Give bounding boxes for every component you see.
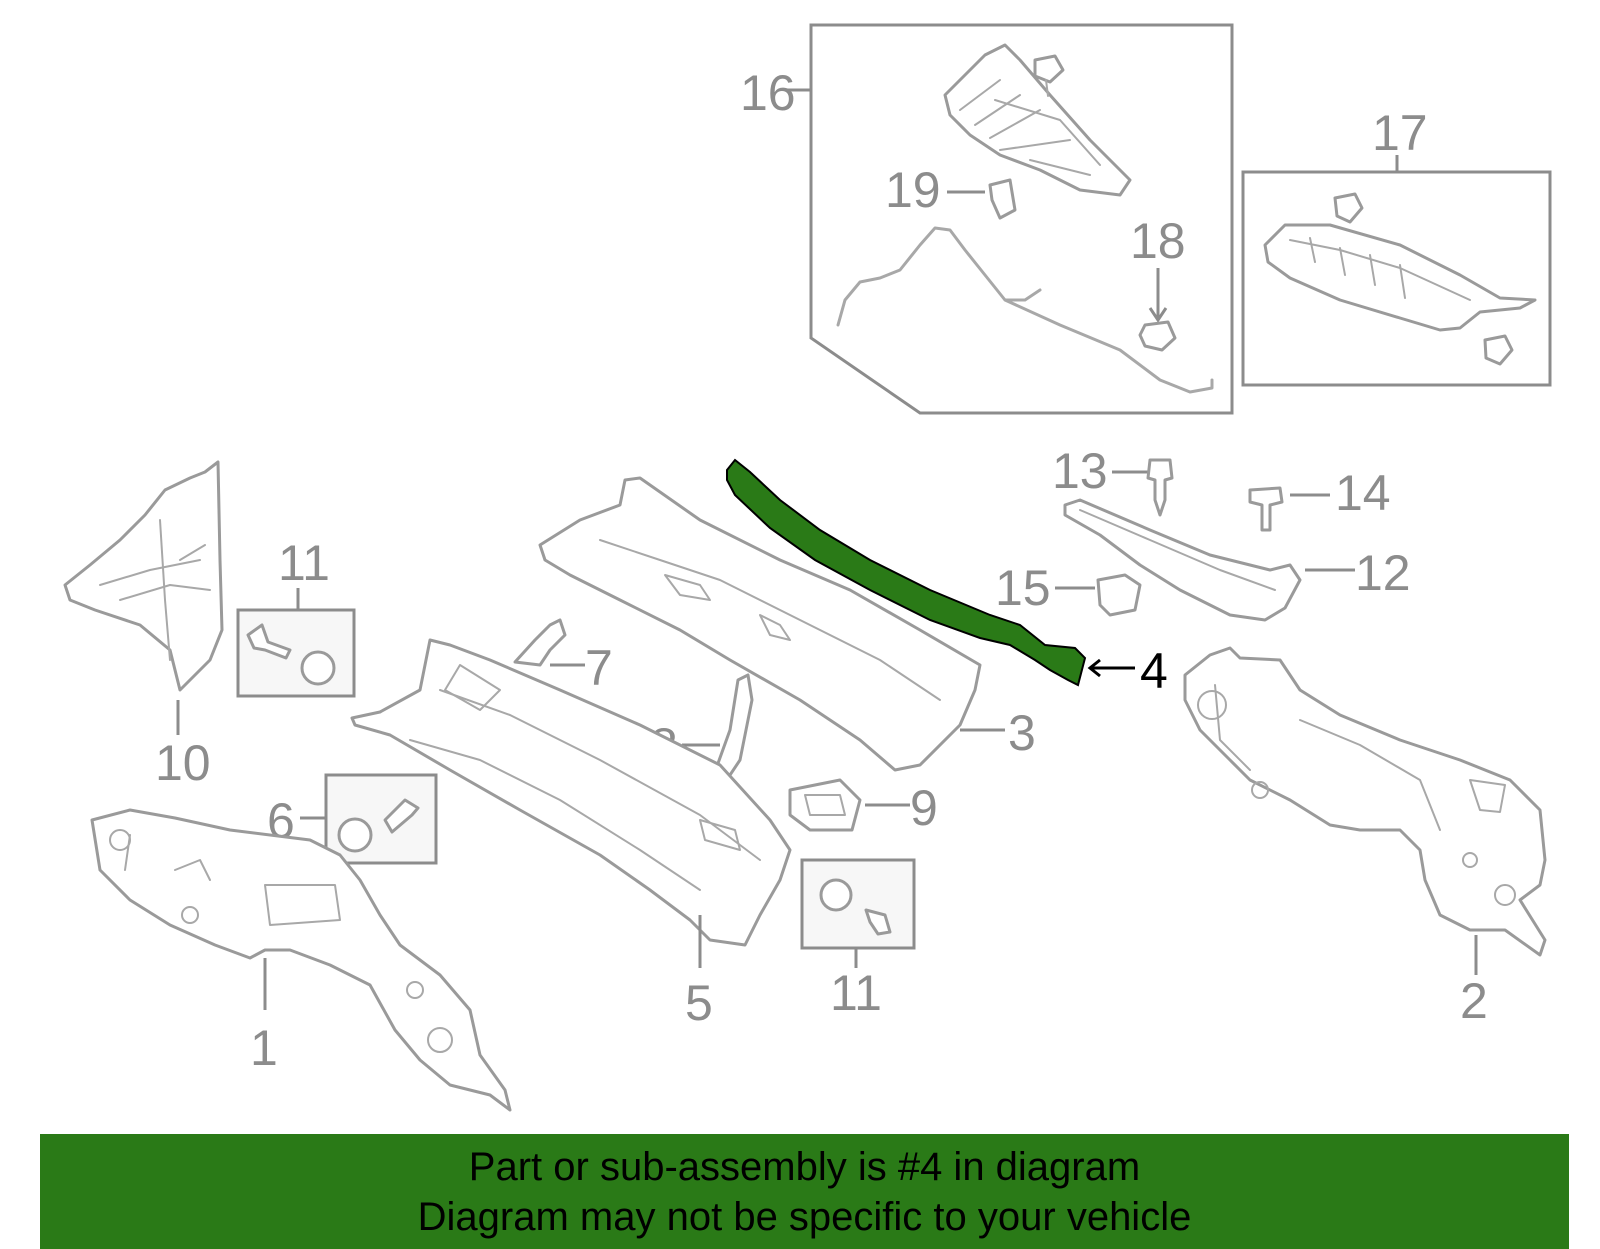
cowl-top-panel-17: [1263, 223, 1537, 332]
arrow-4: [1087, 658, 1101, 678]
box-11-bottom: [800, 858, 916, 950]
callout-10: 10: [155, 735, 211, 791]
part-3: [538, 476, 982, 772]
callout-4: 4: [1140, 643, 1168, 699]
callout-13: 13: [1052, 443, 1108, 499]
callout-12: 12: [1355, 545, 1411, 601]
box-11-top: [236, 608, 356, 698]
part-2: [1183, 646, 1547, 957]
highlighted-part-4: [726, 458, 1087, 687]
callout-15: 15: [995, 560, 1051, 616]
nut-icon-6: [337, 817, 373, 853]
clip-icon-17a: [1333, 192, 1364, 224]
bolt-icon-11a: [246, 623, 292, 660]
nut-icon-11b: [819, 878, 853, 912]
callout-9: 9: [910, 780, 938, 836]
clip-icon-13: [1146, 458, 1174, 517]
info-banner: Part or sub-assembly is #4 in diagram Di…: [40, 1134, 1569, 1249]
callout-18: 18: [1130, 213, 1186, 269]
part-12: [1063, 498, 1302, 622]
box-16: [809, 23, 1234, 415]
clip-icon-16: [1033, 54, 1065, 97]
callout-5: 5: [685, 975, 713, 1031]
bracket-19: [988, 178, 1017, 220]
callout-1: 1: [250, 1020, 278, 1076]
callout-16: 16: [740, 65, 796, 121]
clip-icon-18: [1138, 320, 1177, 352]
arrow-18: [1148, 307, 1168, 323]
banner-line-1: Part or sub-assembly is #4 in diagram: [468, 1145, 1141, 1189]
part-7: [513, 618, 567, 667]
clip-icon-15: [1096, 573, 1142, 617]
callout-17: 17: [1372, 105, 1428, 161]
nut-icon-11a: [300, 650, 336, 686]
hose-16: [836, 226, 1214, 394]
part-9: [788, 778, 862, 832]
callout-14: 14: [1335, 465, 1391, 521]
callout-11-top: 11: [278, 535, 330, 591]
bolt-icon-14: [1248, 486, 1284, 532]
part-10: [63, 460, 224, 692]
callout-7: 7: [585, 640, 613, 696]
bolt-icon-6: [383, 798, 420, 834]
part-1: [90, 808, 512, 1112]
box-6: [324, 773, 438, 865]
part-9-detail: [804, 794, 846, 816]
banner-line-2: Diagram may not be specific to your vehi…: [417, 1195, 1192, 1239]
bolt-icon-11b: [864, 908, 892, 936]
callout-2: 2: [1460, 973, 1488, 1029]
part-5: [350, 638, 792, 947]
clip-icon-17b: [1483, 334, 1514, 366]
callout-19: 19: [885, 162, 941, 218]
cowl-top-panel-16: [943, 43, 1132, 197]
callout-11-bottom: 11: [830, 965, 882, 1021]
callout-3: 3: [1008, 705, 1036, 761]
